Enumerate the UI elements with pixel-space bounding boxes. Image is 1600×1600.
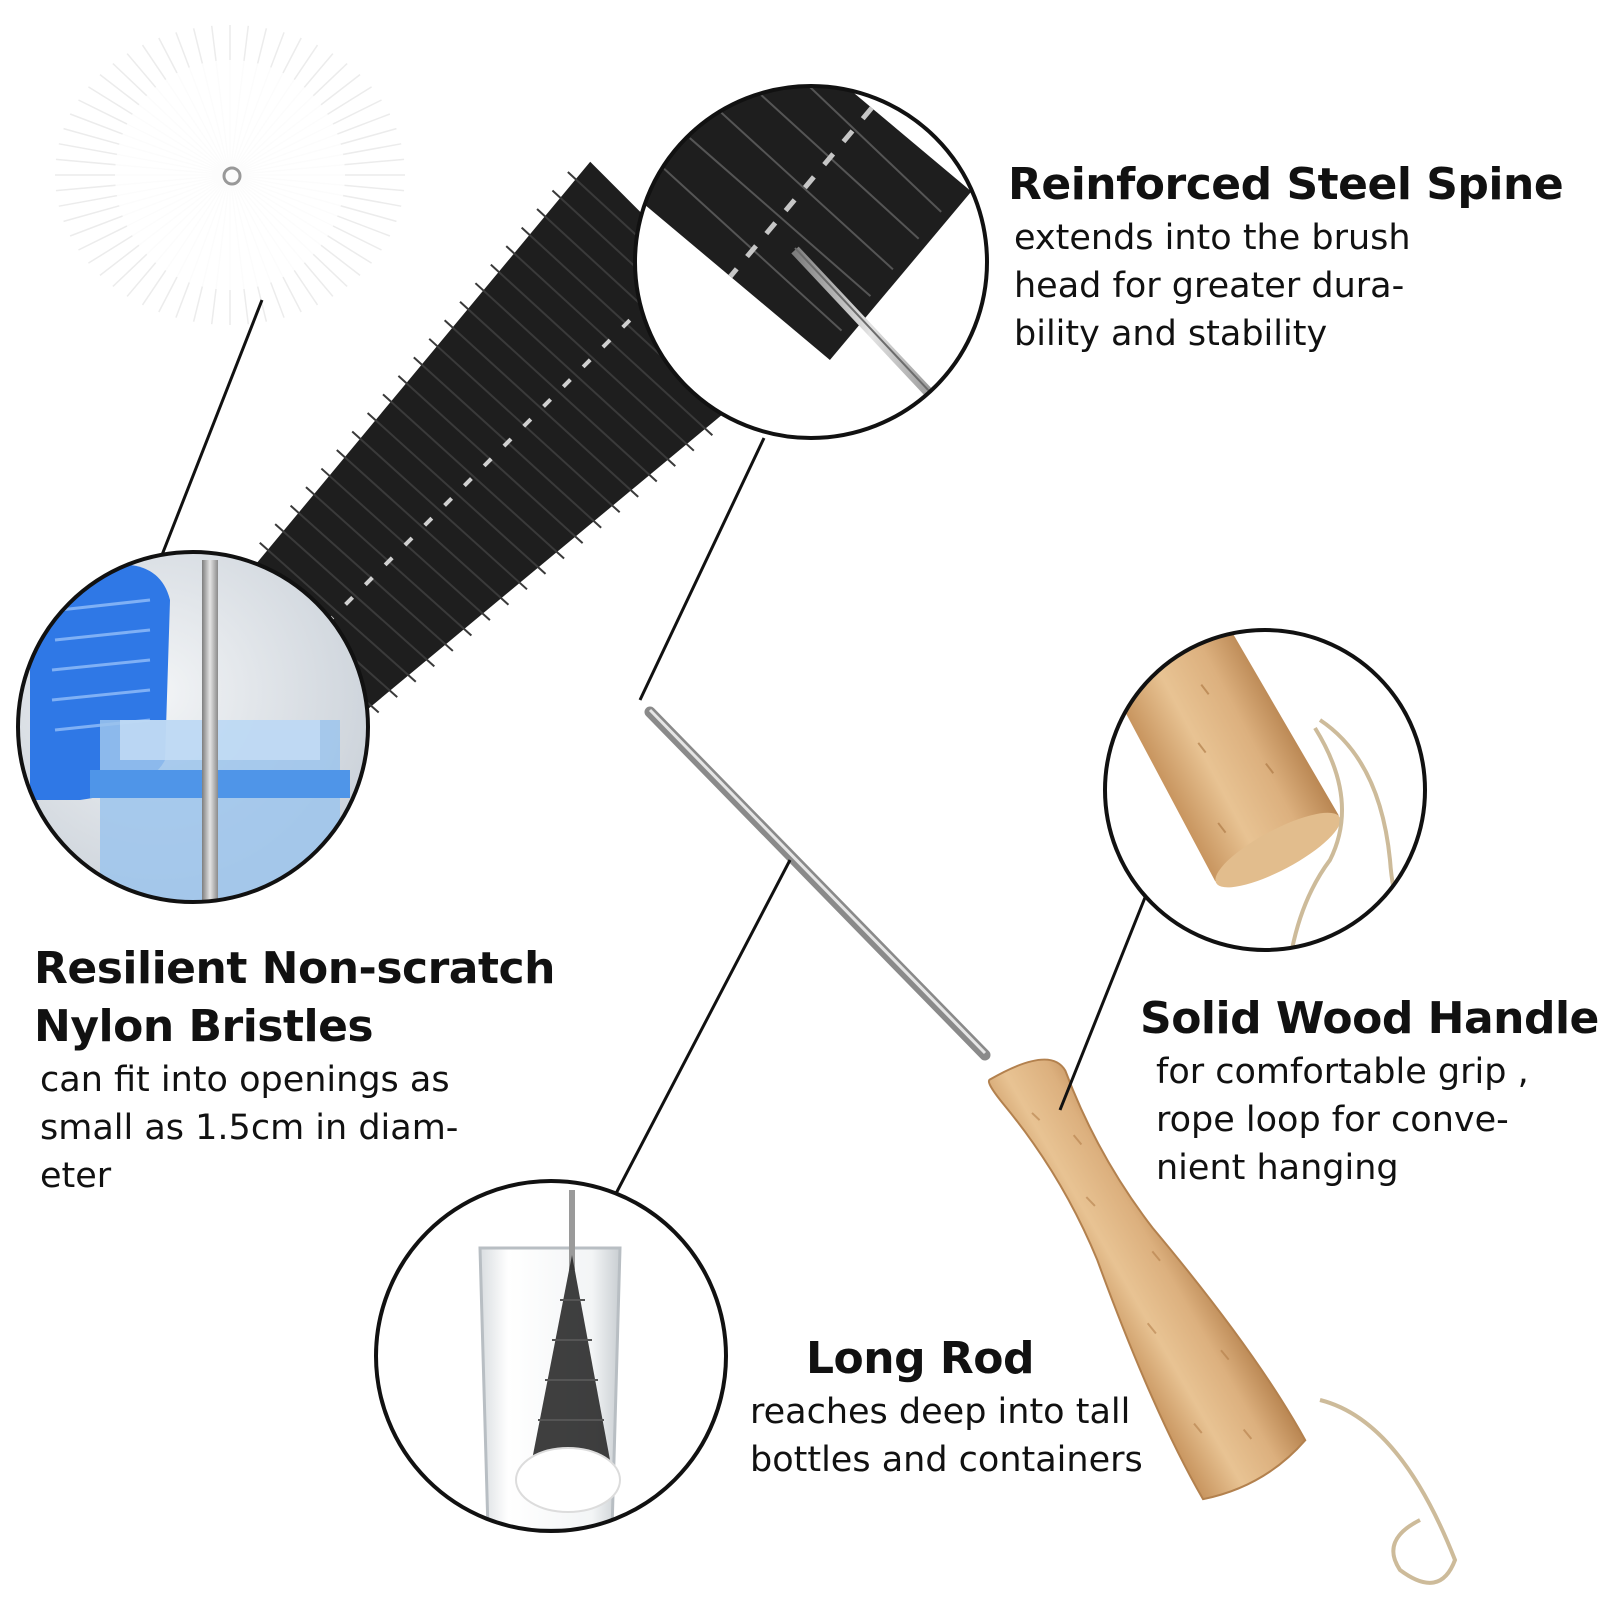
feature-line: can fit into openings as: [40, 1060, 450, 1100]
feature-nylon-bristles: Resilient Non-scratch Nylon Bristles can…: [34, 940, 594, 1200]
rope-loop: [1319, 1398, 1458, 1585]
feature-title-bristles-line-1: Resilient Non-scratch: [34, 943, 555, 994]
bottle-detail-circle: [16, 550, 370, 904]
leader-line-handle: [1058, 884, 1152, 1111]
steel-rod: [644, 706, 991, 1061]
feature-long-rod: Long Rod reaches deep into tall bottles …: [750, 1330, 1250, 1484]
leader-line-bristles: [158, 299, 264, 561]
feature-line: bility and stability: [1014, 314, 1328, 354]
spine-detail-circle: [633, 84, 989, 440]
feature-title-bristles-line-2: Nylon Bristles: [34, 1001, 374, 1052]
leader-line-rod: [608, 859, 792, 1206]
feature-title-handle: Solid Wood Handle: [1140, 993, 1599, 1044]
feature-line: reaches deep into tall: [750, 1392, 1131, 1432]
feature-wood-handle: Solid Wood Handle for comfortable grip ,…: [1140, 990, 1600, 1192]
feature-steel-spine: Reinforced Steel Spine extends into the …: [1008, 156, 1588, 358]
feature-line: for comfortable grip ,: [1156, 1052, 1529, 1092]
feature-line: head for greater dura-: [1014, 266, 1405, 306]
glass-detail-circle: [374, 1179, 728, 1533]
feature-line: bottles and containers: [750, 1440, 1143, 1480]
leader-lines: [158, 299, 1152, 1206]
white-bristle-tip: [55, 25, 405, 325]
feature-title-spine: Reinforced Steel Spine: [1008, 159, 1564, 210]
leader-line-spine: [638, 437, 766, 701]
feature-line: eter: [40, 1156, 112, 1196]
feature-line: extends into the brush: [1014, 218, 1411, 258]
main-brush: [55, 25, 1458, 1585]
feature-line: nient hanging: [1156, 1148, 1399, 1188]
wood-handle: [987, 1058, 1307, 1501]
feature-line: rope loop for conve-: [1156, 1100, 1509, 1140]
feature-title-rod: Long Rod: [806, 1333, 1035, 1384]
feature-line: small as 1.5cm in diam-: [40, 1108, 459, 1148]
